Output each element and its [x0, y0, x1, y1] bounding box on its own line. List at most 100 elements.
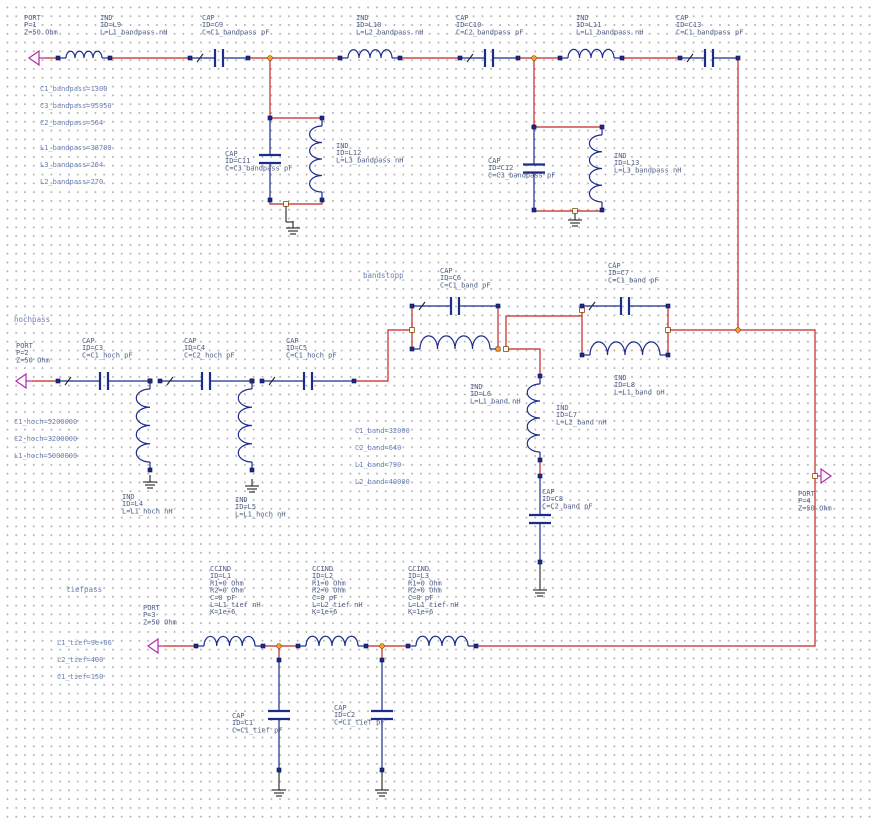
port-triangle — [27, 49, 40, 67]
label-line: P=4 — [798, 497, 811, 505]
label-line: CAP — [440, 267, 453, 275]
capacitor-c1[interactable] — [268, 660, 290, 770]
inductor-l2[interactable] — [298, 635, 366, 647]
equation-c3-bandpass[interactable]: C3_bandpass=95950 — [40, 102, 112, 110]
equation-l2-band[interactable]: L2_band=40000 — [355, 478, 410, 486]
pin-marker — [267, 197, 273, 203]
label-line: CAP — [82, 337, 95, 345]
junction-node — [283, 201, 289, 207]
capacitor-c4[interactable] — [160, 372, 252, 390]
equation-l1-bandpass[interactable]: L1_bandpass=38700 — [40, 144, 112, 152]
capacitor-c3[interactable] — [58, 372, 150, 390]
label-line: CAP — [608, 262, 621, 270]
label-line: C=C3_bandpass pF — [225, 164, 292, 172]
wires — [32, 57, 816, 783]
label-line: C=C1_tief pF — [334, 718, 385, 726]
coil — [526, 383, 541, 453]
equation-c1-tief[interactable]: C1_tief=150 — [57, 673, 103, 681]
coil — [588, 134, 603, 203]
pin-marker — [363, 643, 369, 649]
equation-l1-band[interactable]: L1_band=790 — [355, 461, 401, 469]
components[interactable] — [14, 48, 833, 797]
wire — [269, 200, 323, 205]
pin-marker — [531, 207, 537, 213]
capacitor-c10[interactable] — [460, 49, 518, 67]
inductor-l1[interactable] — [196, 635, 263, 647]
label-line: L=L2_bandpass nH — [356, 28, 423, 36]
inductor-l5[interactable] — [237, 381, 253, 470]
label-line: PORT — [798, 490, 816, 498]
inductor-l12[interactable] — [309, 118, 323, 200]
wire — [668, 58, 739, 331]
inductor-l6[interactable] — [412, 335, 498, 350]
terminal-tick — [418, 301, 426, 311]
equation-c2-bandpass[interactable]: C2_bandpass=564 — [40, 119, 103, 127]
junction-node — [379, 643, 385, 649]
equation-l1-tief[interactable]: L1_tief=9e+06 — [57, 639, 112, 647]
port-3[interactable] — [146, 637, 164, 655]
inductor-l9[interactable] — [58, 50, 110, 59]
capacitor-c9[interactable] — [190, 49, 248, 67]
capacitor-c5[interactable] — [262, 372, 354, 390]
equation-l2-tief[interactable]: L2_tief=400 — [57, 656, 103, 664]
pin-marker — [405, 643, 411, 649]
capacitor-c11[interactable] — [259, 118, 281, 200]
equation-l2-bandpass[interactable]: L2_bandpass=270 — [40, 178, 103, 186]
equation-c1-bandpass[interactable]: C1_bandpass=1300 — [40, 85, 107, 93]
capacitor-c2[interactable] — [371, 660, 393, 770]
equation-c1-hoch[interactable]: C1_hoch=5200000 — [14, 418, 77, 426]
label-line: ID=L1 — [210, 572, 231, 580]
label-line: R2=0 Ohm — [408, 587, 442, 595]
junction-node — [267, 55, 273, 61]
inductor-l10[interactable] — [340, 49, 400, 59]
label-line: ID=C8 — [542, 495, 563, 503]
section-label-tiefpass: tiefpass — [66, 585, 102, 594]
junction-node — [579, 307, 585, 313]
capacitor-c8[interactable] — [529, 476, 551, 562]
label-line: PORT — [24, 14, 42, 22]
port-2[interactable] — [14, 372, 32, 390]
capacitor-c6[interactable] — [412, 297, 498, 315]
port-1[interactable] — [27, 49, 45, 67]
inductor-l4[interactable] — [135, 381, 151, 470]
capacitor-c13[interactable] — [680, 49, 738, 67]
coil — [347, 49, 393, 59]
label-line: ID=L6 — [470, 390, 491, 398]
label-line: R1=0 Ohm — [210, 579, 244, 587]
equation-l1-hoch[interactable]: L1_hoch=5000000 — [14, 452, 77, 460]
label-line: C=0 pF — [312, 594, 337, 602]
port-triangle — [146, 637, 159, 655]
nodes — [55, 55, 818, 773]
section-label-hochpass: hochpass — [14, 315, 50, 324]
label-line: L=L2_tief nH — [312, 601, 363, 609]
inductor-l13[interactable] — [588, 127, 603, 210]
ground-symbol — [568, 213, 582, 227]
equation-c1-band[interactable]: C1_band=32000 — [355, 427, 410, 435]
label-line: IND — [235, 496, 248, 504]
label-line: CCIND — [210, 565, 231, 573]
pin-marker — [147, 467, 153, 473]
label-line: L=L1_hoch nH — [235, 510, 286, 518]
capacitor-c7[interactable] — [582, 297, 668, 315]
junction-node — [735, 327, 741, 333]
capacitor-c12[interactable] — [523, 127, 545, 210]
equation-c2-hoch[interactable]: C2_hoch=3200000 — [14, 435, 77, 443]
equation-c2-band[interactable]: C2_band=640 — [355, 444, 401, 452]
inductor-l11[interactable] — [560, 48, 622, 59]
inductor-l3[interactable] — [408, 635, 476, 647]
equation-l3-bandpass[interactable]: L3_bandpass=264 — [40, 161, 103, 169]
wire — [533, 58, 602, 128]
pin-marker — [473, 643, 479, 649]
inductor-l7[interactable] — [526, 376, 541, 460]
junction-node — [503, 346, 509, 352]
inductor-l8[interactable] — [582, 341, 668, 356]
